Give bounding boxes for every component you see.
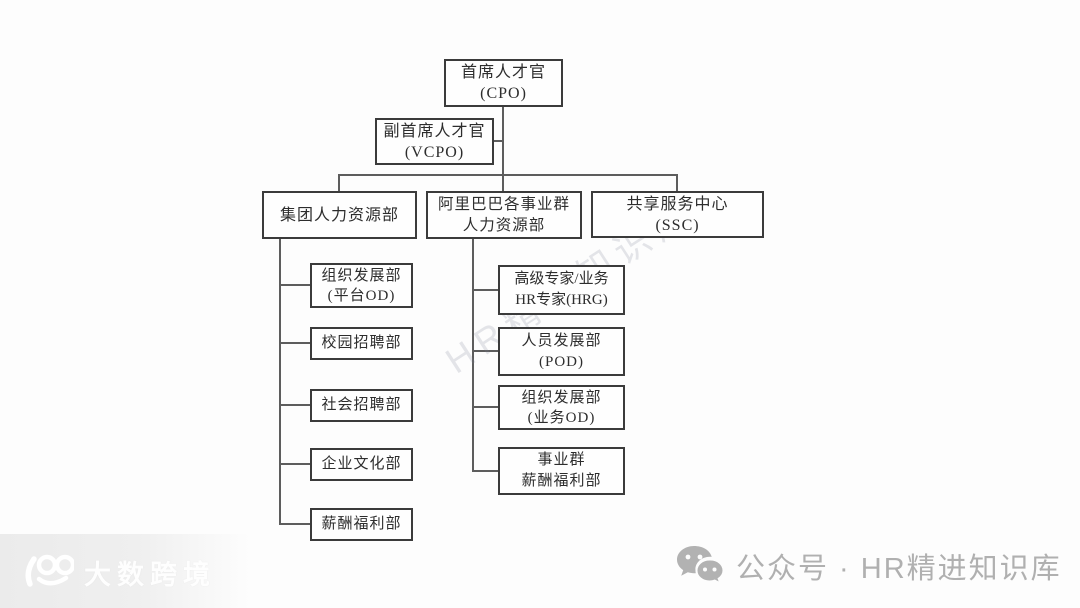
connector-left-stub-2 [279,342,310,344]
publisher-footer: 公众号 · HR精进知识库 [676,544,1062,588]
node-vcpo-line1: 副首席人才官 [383,122,486,140]
connector-drop-left [338,174,340,191]
connector-branch-rail [338,174,678,176]
node-bu-hr-line1: 阿里巴巴各事业群 [437,196,570,213]
node-od-business: 组织发展部 (业务OD) [498,385,625,430]
node-people-development-pod: 人员发展部 (POD) [498,327,625,376]
node-od-business-line1: 组织发展部 [521,389,602,406]
node-ssc-line2: (SSC) [655,216,700,234]
node-vcpo: 副首席人才官 (VCPO) [375,118,494,165]
node-od-platform: 组织发展部 (平台OD) [310,263,413,308]
node-group-hr-line1: 集团人力资源部 [279,206,399,224]
connector-mid-stub-4 [472,470,498,472]
node-vcpo-line2: (VCPO) [404,143,465,161]
node-ssc-line1: 共享服务中心 [626,195,729,213]
node-senior-expert-hrg: 高级专家/业务 HR专家(HRG) [498,265,625,315]
connector-left-stub-1 [279,284,310,286]
node-od-business-line2: (业务OD) [527,409,596,426]
wechat-icon [676,544,725,588]
node-social-line1: 社会招聘部 [321,397,402,413]
node-shared-service-center: 共享服务中心 (SSC) [591,191,764,238]
connector-left-spine [279,239,281,525]
node-bu-comp-line2: 薪酬福利部 [521,473,602,489]
connector-left-stub-5 [279,523,310,525]
connector-left-stub-3 [279,404,310,406]
node-cpo-line2: (CPO) [480,85,527,102]
node-bu-hr-line2: 人力资源部 [462,217,546,234]
node-bu-comp-line1: 事业群 [537,452,586,468]
node-od-platform-line1: 组织发展部 [321,267,402,284]
brand-logo-icon [22,552,76,592]
node-culture-line1: 企业文化部 [321,456,402,472]
connector-mid-spine [472,239,474,472]
brand-logo-text: 大数跨境 [84,559,216,590]
node-compensation-line1: 薪酬福利部 [321,516,402,532]
node-hrg-line1: 高级专家/业务 [514,271,609,287]
connector-mid-stub-3 [472,406,498,408]
node-compensation-benefits: 薪酬福利部 [310,508,413,541]
publisher-text: 公众号 · HR精进知识库 [736,553,1062,585]
node-od-platform-line2: (平台OD) [327,287,396,304]
connector-mid-stub-2 [472,350,498,352]
node-pod-line1: 人员发展部 [521,332,602,349]
connector-mid-stub-1 [472,289,498,291]
node-bu-compensation-benefits: 事业群 薪酬福利部 [498,447,625,495]
node-campus-recruiting: 校园招聘部 [310,327,413,360]
node-alibaba-bu-hr-dept: 阿里巴巴各事业群 人力资源部 [426,191,582,239]
connector-drop-right [676,174,678,191]
node-social-recruiting: 社会招聘部 [310,389,413,422]
node-hrg-line2: HR专家(HRG) [515,292,608,308]
brand-logo: 大数跨境 [22,552,216,592]
node-group-hr-dept: 集团人力资源部 [262,191,417,239]
node-pod-line2: (POD) [539,353,584,370]
connector-vcpo-stub [494,140,503,142]
node-corporate-culture: 企业文化部 [310,448,413,481]
connector-trunk-vertical [502,107,504,191]
node-campus-line1: 校园招聘部 [321,335,402,351]
node-cpo: 首席人才官 (CPO) [444,59,563,107]
node-cpo-line1: 首席人才官 [460,64,546,81]
connector-left-stub-4 [279,463,310,465]
